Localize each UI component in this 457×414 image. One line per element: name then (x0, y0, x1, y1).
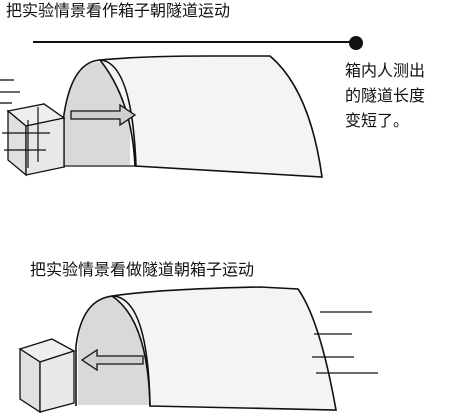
arrow-right-icon (70, 103, 137, 127)
bottom-scene-caption: 把实验情景看做隧道朝箱子运动 (30, 260, 255, 279)
note-line: 的隧道长度 (345, 86, 426, 105)
length-bar-icon (33, 36, 363, 50)
note-line: 箱内人测出 (345, 61, 426, 80)
box-icon (2, 102, 66, 177)
note-line: 变短了。 (345, 111, 410, 130)
top-scene-caption: 把实验情景看作箱子朝隧道运动 (6, 1, 231, 20)
arrow-left-icon (80, 348, 144, 372)
box-icon (18, 338, 76, 414)
length-contraction-note: 箱内人测出 的隧道长度 变短了。 (345, 58, 455, 133)
tunnel-icon (75, 286, 337, 411)
motion-lines-icon (0, 79, 20, 104)
motion-lines-icon (312, 311, 378, 374)
